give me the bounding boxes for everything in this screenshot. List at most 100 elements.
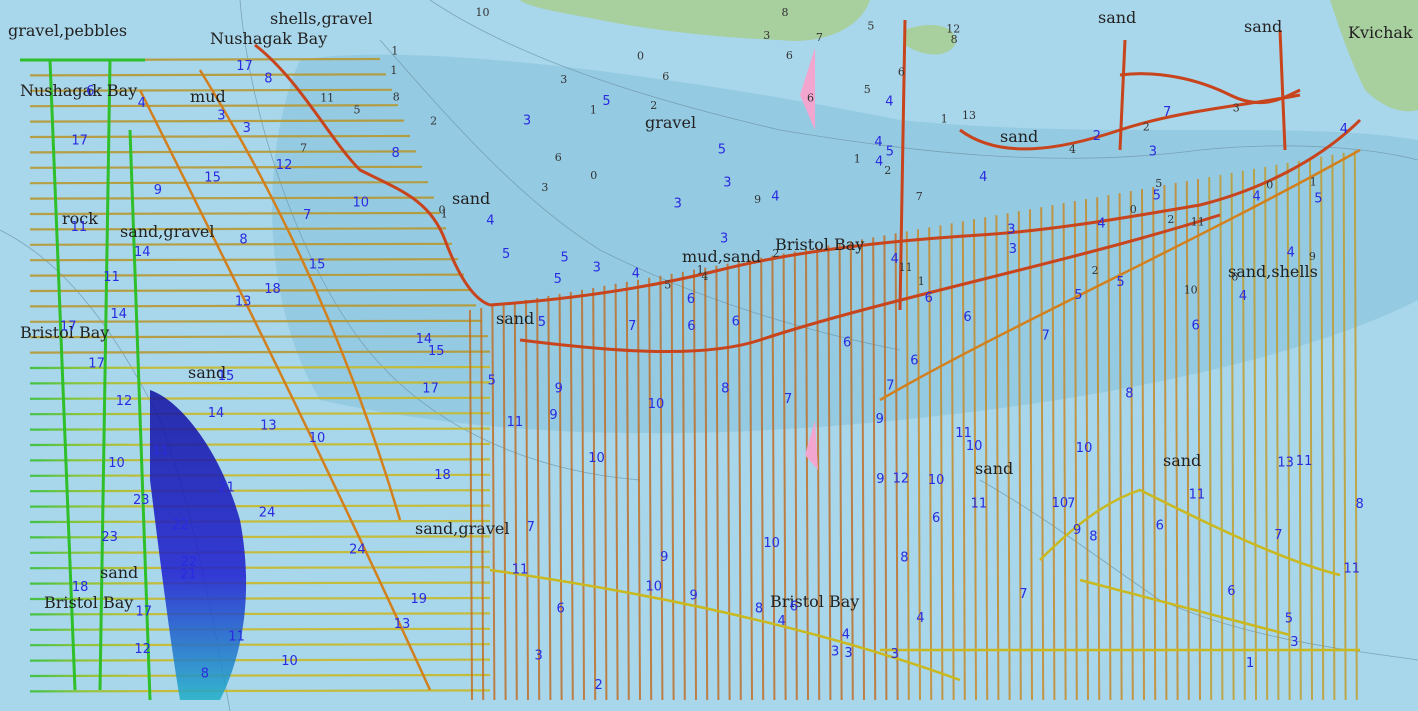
label-sand: sand [1098,8,1136,27]
chart-sounding-label: 5 [1155,177,1162,190]
yellow-survey-lines [489,488,1360,682]
horizontal-track-line [29,673,491,678]
label-sand: sand [496,309,534,328]
survey-depth-label: 11 [1344,562,1361,577]
survey-depth-label: 9 [1073,523,1081,538]
survey-depth-label: 7 [1042,329,1050,344]
survey-depth-label: 5 [488,373,496,388]
vertical-track-line [1073,201,1078,701]
chart-sounding-label: 10 [476,6,490,19]
survey-depth-label: 11 [1189,488,1206,503]
vertical-track-line [1129,191,1134,701]
survey-depth-label: 3 [593,261,601,276]
chart-sounding-label: 2 [1167,213,1174,226]
survey-depth-label: 15 [218,369,235,384]
survey-depth-label: 5 [1074,288,1082,303]
survey-depth-label: 3 [891,647,899,662]
vertical-track-line [1264,166,1269,701]
survey-depth-label: 10 [1076,441,1093,456]
survey-depth-label: 3 [1007,223,1015,238]
chart-sounding-label: 5 [867,20,874,33]
survey-depth-label: 5 [561,251,569,266]
survey-depth-label: 10 [648,397,665,412]
survey-depth-label: 10 [353,195,370,210]
survey-depth-label: 14 [208,406,225,421]
survey-depth-label: 11 [507,415,524,430]
survey-depth-label: 5 [502,247,510,262]
vertical-track-line [1029,209,1033,701]
vertical-track-line [648,277,653,701]
vertical-track-line [1185,180,1190,701]
survey-depth-label: 8 [1356,497,1364,512]
vertical-track-line [928,227,933,701]
survey-depth-label: 11 [228,629,245,644]
survey-depth-label: 17 [236,59,253,74]
survey-depth-label: 17 [60,319,77,334]
horizontal-track-line [29,211,441,216]
survey-depth-label: 6 [732,315,740,330]
survey-depth-label: 18 [264,282,281,297]
vertical-track-line [782,253,787,701]
survey-depth-label: 19 [411,592,428,607]
survey-depth-label: 22 [181,555,198,570]
survey-depth-label: 11 [955,426,972,441]
label-sand: sand [188,363,226,382]
chart-sounding-label: 8 [951,33,958,46]
land-north [520,0,870,41]
survey-depth-labels: 1786433178121591071181415111813141714151… [60,59,1364,693]
label-sand-shells: sand,shells [1228,262,1318,281]
survey-depth-label: 8 [201,667,209,682]
chart-sounding-label: 1 [941,113,948,126]
survey-depth-label: 3 [217,109,225,124]
vertical-track-line [827,245,832,701]
survey-depth-label: 13 [235,295,252,310]
survey-depth-label: 9 [660,550,668,565]
survey-depth-label: 24 [259,505,276,520]
chart-sounding-label: 7 [816,31,823,44]
label-bristol-bay: Bristol Bay [770,592,859,611]
survey-depth-label: 1 [1246,656,1254,671]
label-nushagak-bay: Nushagak Bay [20,81,137,100]
vertical-track-line [872,237,877,701]
vertical-track-line [1230,172,1235,701]
survey-depth-label: 8 [264,71,272,86]
survey-depth-label: 5 [886,145,894,160]
horizontal-track-line [29,550,491,554]
survey-depth-label: 10 [309,431,326,446]
survey-depth-label: 12 [134,642,151,657]
survey-depth-label: 14 [416,332,433,347]
chart-sounding-label: 6 [662,70,669,83]
survey-depth-label: 14 [111,307,128,322]
chart-sounding-label: 1 [590,104,597,117]
horizontal-track-line [29,396,491,400]
label-bristol-bay: Bristol Bay [20,323,109,342]
survey-depth-label: 4 [1253,190,1261,205]
vertical-track-line [603,285,608,701]
chart-sounding-label: 6 [898,65,905,78]
survey-depth-label: 9 [154,183,162,198]
vertical-track-line [984,217,989,701]
survey-depth-label: 11 [512,563,529,578]
label-bristol-bay: Bristol Bay [775,235,864,254]
vertical-track-line [1152,187,1157,701]
label-sand: sand [1000,127,1038,146]
survey-depth-label: 8 [900,551,908,566]
survey-depth-label: 10 [646,579,663,594]
survey-depth-label: 15 [428,344,445,359]
chart-sounding-label: 0 [439,204,446,217]
survey-depth-label: 17 [71,133,88,148]
red-survey-lines [254,19,1362,354]
vertical-track-line [894,233,899,701]
survey-depth-label: 2 [595,678,603,693]
chart-sounding-label: 1 [697,263,704,276]
vertical-track-line [849,241,854,701]
chart-sounding-label: 8 [393,91,400,104]
horizontal-track-line [29,258,459,262]
chart-sounding-label: 1 [391,45,398,58]
survey-depth-label: 11 [103,270,120,285]
vertical-track-line [793,251,798,701]
chart-sounding-label: 3 [1233,102,1240,115]
